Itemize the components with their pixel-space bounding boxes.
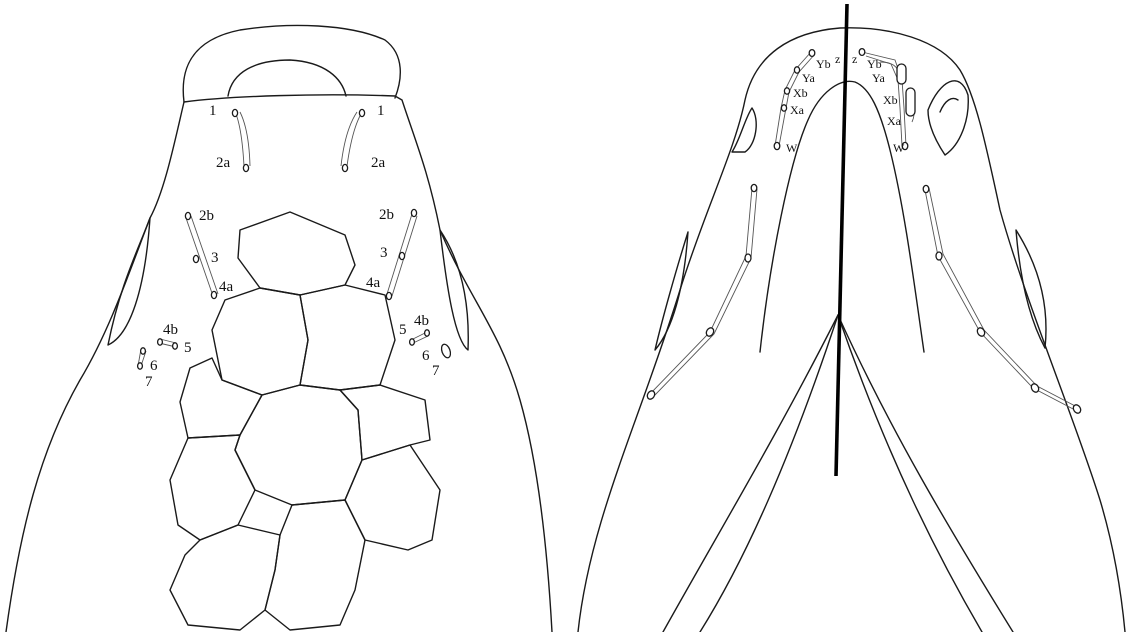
pore xyxy=(193,255,198,262)
pore xyxy=(774,142,780,149)
label-pore-xa-left: Xa xyxy=(790,103,805,117)
pore xyxy=(386,292,391,299)
label-pore-w-left: W xyxy=(786,141,798,155)
dorsal-eye-left xyxy=(108,218,150,345)
pore xyxy=(425,330,430,336)
ventral-view: Yb Ya Xb Xa W z z Yb Ya Xb Xa W xyxy=(578,4,1125,632)
label-pore-4b-left: 4b xyxy=(163,322,178,338)
label-pore-2b-left: 2b xyxy=(199,208,214,224)
label-pore-4b-right: 4b xyxy=(414,313,429,329)
label-pore-1-left: 1 xyxy=(209,103,217,119)
pore xyxy=(936,252,942,260)
label-pore-7-left: 7 xyxy=(145,374,153,390)
label-pore-6-left: 6 xyxy=(150,358,158,374)
ventral-labels-left: Yb Ya Xb Xa W z xyxy=(786,52,840,155)
label-pore-yb-right: Yb xyxy=(867,57,882,71)
ventral-mandible-left xyxy=(700,315,838,632)
label-pore-4a-right: 4a xyxy=(366,275,381,291)
label-pore-3-left: 3 xyxy=(211,250,219,266)
pore xyxy=(158,339,163,345)
pore xyxy=(440,343,452,359)
pore xyxy=(1030,382,1040,393)
label-pore-4a-left: 4a xyxy=(219,279,234,295)
label-pore-2a-right: 2a xyxy=(371,155,386,171)
pore xyxy=(173,343,178,349)
pore xyxy=(751,184,757,191)
ventral-eye-left xyxy=(732,108,756,152)
pore xyxy=(784,88,789,94)
ventral-gill-left xyxy=(655,232,688,350)
label-pore-2a-left: 2a xyxy=(216,155,231,171)
pore xyxy=(745,254,751,262)
dorsal-labels-right: 1 2a 2b 3 4a 4b 5 6 7 xyxy=(366,103,440,379)
dorsal-snout-outer xyxy=(183,25,400,102)
dorsal-eye-right xyxy=(440,230,468,350)
pore xyxy=(411,209,416,216)
pore xyxy=(211,291,216,298)
pore xyxy=(399,252,404,259)
pore xyxy=(646,389,656,400)
pore xyxy=(232,109,237,116)
pore xyxy=(859,49,865,56)
pore xyxy=(906,88,915,116)
label-pore-1-right: 1 xyxy=(377,103,385,119)
pore xyxy=(897,64,906,84)
dorsal-labels-left: 1 2a 2b 3 4a 4b 5 6 7 xyxy=(145,103,234,390)
label-pore-z-right: z xyxy=(852,52,857,66)
label-pore-3-right: 3 xyxy=(380,245,388,261)
label-pore-2b-right: 2b xyxy=(379,207,394,223)
midline xyxy=(836,4,847,476)
label-pore-ya-left: Ya xyxy=(802,71,815,85)
pore xyxy=(781,105,786,111)
dorsal-scales xyxy=(170,212,440,630)
pore xyxy=(342,164,347,171)
pore xyxy=(141,348,146,354)
label-pore-7-right: 7 xyxy=(432,363,440,379)
label-pore-z-left: z xyxy=(835,52,840,66)
label-pore-5-right: 5 xyxy=(399,322,407,338)
label-pore-xa-right: Xa xyxy=(887,114,902,128)
dorsal-canals xyxy=(138,112,428,366)
label-pore-w-right: W xyxy=(893,141,905,155)
pore xyxy=(923,185,929,192)
pore xyxy=(809,50,815,57)
dorsal-head-outline xyxy=(184,95,552,632)
label-pore-xb-right: Xb xyxy=(883,93,898,107)
dorsal-view: 1 2a 2b 3 4a 4b 5 6 7 1 2a 2b 3 4a 4b 5 … xyxy=(6,25,552,632)
ventral-canals xyxy=(650,52,1079,410)
pore xyxy=(410,339,415,345)
pore xyxy=(359,109,364,116)
label-pore-5-left: 5 xyxy=(184,340,192,356)
ventral-gill-right xyxy=(1016,230,1046,348)
label-pore-6-right: 6 xyxy=(422,348,430,364)
label-pore-yb-left: Yb xyxy=(816,57,831,71)
pore xyxy=(794,67,799,73)
pore xyxy=(185,212,190,219)
pore xyxy=(138,363,143,369)
label-pore-xb-left: Xb xyxy=(793,86,808,100)
label-pore-ya-right: Ya xyxy=(872,71,885,85)
pore xyxy=(243,164,248,171)
ventral-eye-right-inner xyxy=(940,99,958,113)
dorsal-pores-right xyxy=(342,109,452,359)
ventral-eye-right xyxy=(928,81,968,155)
dorsal-snout-inner xyxy=(228,60,346,96)
